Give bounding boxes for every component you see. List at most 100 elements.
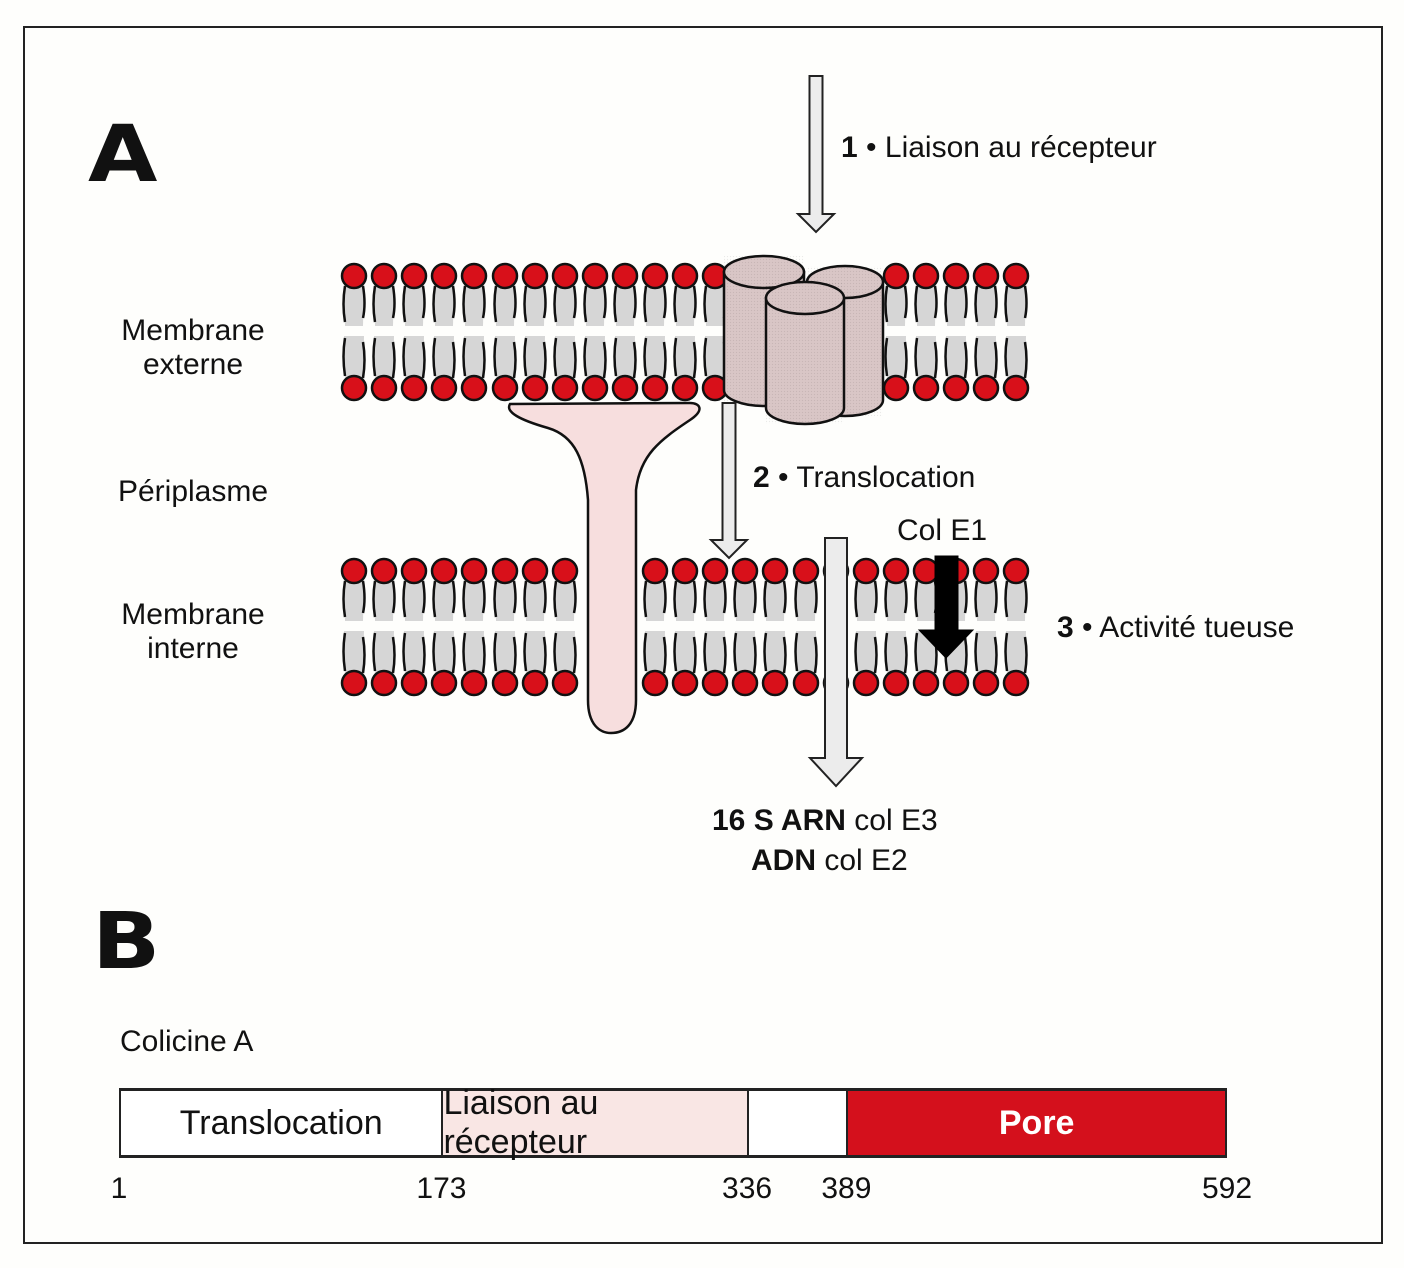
lipid-head [491, 557, 519, 585]
lipid-tail-line [462, 632, 486, 674]
lipid-head [370, 262, 398, 290]
lipid-tail-line [763, 580, 787, 618]
lipid-head [581, 374, 609, 402]
lipid-head [460, 374, 488, 402]
lipid-tail-line [884, 580, 908, 618]
lipid-tail-line [944, 337, 968, 379]
lipid-head [340, 557, 368, 585]
step-1-number: 1 [841, 131, 858, 164]
lipid-head [521, 557, 549, 585]
lipid-head [912, 262, 940, 290]
lipid-head [430, 374, 458, 402]
lipid-head [551, 557, 579, 585]
lipid-head [701, 669, 729, 697]
lipid-tail [886, 577, 906, 621]
lipid-head [400, 557, 428, 585]
lipid-head [641, 669, 669, 697]
lipid-tail [916, 336, 936, 382]
lipid-tail-line [884, 285, 908, 323]
lipid-head [852, 557, 880, 585]
lipid-head [792, 557, 820, 585]
lipid-tail-line [372, 632, 396, 674]
lipid-head [1002, 374, 1030, 402]
lipid-head [551, 374, 579, 402]
lipid-tail [374, 282, 394, 326]
step-3-bullet: • [1082, 611, 1093, 644]
lipid-head [340, 669, 368, 697]
lipid-tail-line [342, 580, 366, 618]
lipid-tail-line [673, 285, 697, 323]
panel-b-letter: B [92, 897, 160, 987]
lipid-tail [615, 282, 635, 326]
lipid-head [370, 374, 398, 402]
lipid-tail [555, 577, 575, 621]
lipid-tail-line [402, 632, 426, 674]
lipid-tail-line [643, 580, 667, 618]
lipid-tail-line [733, 632, 757, 674]
lipid-tail [495, 336, 515, 382]
lipid-tail [464, 282, 484, 326]
lipid-tail-line [342, 632, 366, 674]
step-1-label: 1 • Liaison au récepteur [841, 133, 1157, 163]
lipid-head [521, 669, 549, 697]
domain-pore: Pore [846, 1091, 1227, 1155]
receptor-binding-arrow [795, 75, 837, 234]
translocation-arrow [708, 402, 750, 560]
lipid-tail [404, 336, 424, 382]
lipid-tail-line [974, 285, 998, 323]
col-e1-pore-arrow [917, 555, 975, 659]
target-dna-colicin: col E2 [816, 844, 908, 877]
lipid-tail [404, 282, 424, 326]
inner-membrane-bilayer [340, 557, 1030, 697]
lipid-head [460, 557, 488, 585]
lipid-tail-line [974, 337, 998, 379]
lipid-head [460, 669, 488, 697]
lipid-tail-line [402, 337, 426, 379]
lipid-tail [374, 577, 394, 621]
lipid-head [792, 669, 820, 697]
lipid-tail [976, 336, 996, 382]
lipid-tail [705, 336, 725, 382]
lipid-tail [916, 282, 936, 326]
lipid-tail [344, 282, 364, 326]
lipid-tail [434, 577, 454, 621]
lipid-tail-line [914, 285, 938, 323]
lipid-tail [344, 631, 364, 677]
lipid-tail-line [703, 580, 727, 618]
lipid-head [551, 262, 579, 290]
tick-label: 389 [821, 1172, 872, 1205]
lipid-tail [765, 631, 785, 677]
lipid-tail-line [733, 580, 757, 618]
lipid-tail [796, 631, 816, 677]
tick-label: 592 [1201, 1172, 1253, 1205]
target-dna-label: ADN col E2 [751, 846, 908, 876]
lipid-tail-line [462, 580, 486, 618]
lipid-head [972, 262, 1000, 290]
lipid-head [400, 374, 428, 402]
lipid-tail-line [643, 337, 667, 379]
lipid-tail-line [372, 285, 396, 323]
lipid-tail-line [583, 337, 607, 379]
lipid-head [731, 557, 759, 585]
lipid-tail [735, 577, 755, 621]
lipid-head [972, 557, 1000, 585]
lipid-tail-line [1004, 632, 1028, 674]
lipid-tail [404, 577, 424, 621]
lipid-tail-line [944, 285, 968, 323]
lipid-head [942, 262, 970, 290]
lipid-tail-line [703, 632, 727, 674]
lipid-tail [675, 336, 695, 382]
lipid-tail [705, 282, 725, 326]
lipid-tail-line [974, 632, 998, 674]
lipid-tail-line [643, 632, 667, 674]
lipid-head [370, 669, 398, 697]
lipid-tail [344, 336, 364, 382]
lipid-tail [525, 282, 545, 326]
lipid-tail-line [794, 580, 818, 618]
step-3-number: 3 [1057, 611, 1074, 644]
tick-label: 336 [722, 1172, 773, 1205]
lipid-tail-line [794, 632, 818, 674]
lipid-tail-line [462, 285, 486, 323]
lipid-tail [645, 336, 665, 382]
lipid-head [671, 669, 699, 697]
